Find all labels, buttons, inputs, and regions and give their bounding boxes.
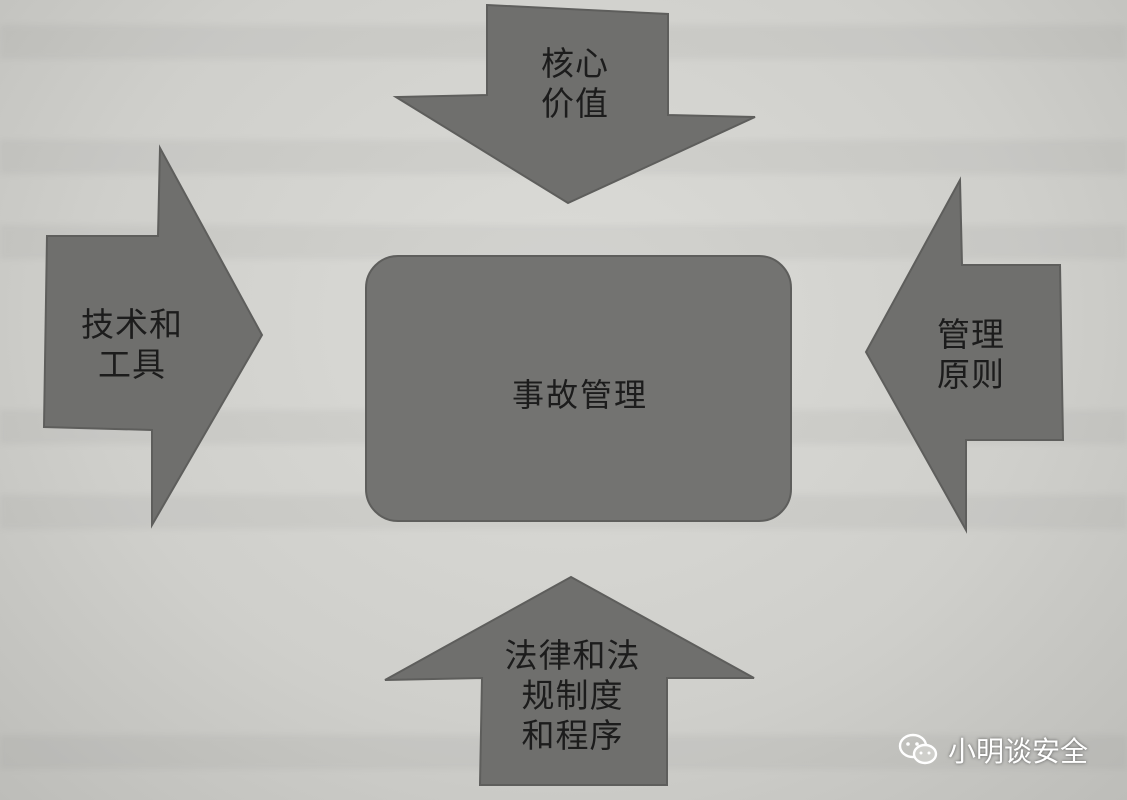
bottom-arrow bbox=[384, 575, 755, 786]
left-arrow bbox=[42, 144, 264, 529]
watermark: 小明谈安全 bbox=[898, 728, 1088, 772]
top-arrow-line-2: 价值 bbox=[541, 84, 609, 123]
bottom-arrow-line-3: 和程序 bbox=[521, 716, 624, 755]
right-arrow-line-2: 原则 bbox=[937, 355, 1005, 394]
center-box bbox=[365, 255, 792, 522]
bottom-arrow-label: 法律和法 规制度 和程序 bbox=[480, 636, 665, 756]
center-label: 事故管理 bbox=[511, 376, 648, 414]
top-arrow-label: 核心 价值 bbox=[520, 44, 630, 124]
right-arrow-label: 管理 原则 bbox=[916, 315, 1026, 395]
right-arrow bbox=[864, 176, 1065, 534]
watermark-text: 小明谈安全 bbox=[948, 735, 1089, 768]
top-arrow bbox=[392, 3, 756, 205]
bottom-arrow-line-1: 法律和法 bbox=[504, 636, 641, 675]
wechat-icon bbox=[898, 733, 938, 765]
left-arrow-line-1: 技术和 bbox=[81, 305, 183, 344]
right-arrow-line-1: 管理 bbox=[937, 315, 1005, 354]
left-arrow-label: 技术和 工具 bbox=[62, 305, 202, 385]
left-arrow-line-2: 工具 bbox=[98, 345, 166, 384]
top-arrow-line-1: 核心 bbox=[541, 44, 609, 83]
bottom-arrow-line-2: 规制度 bbox=[521, 676, 624, 715]
